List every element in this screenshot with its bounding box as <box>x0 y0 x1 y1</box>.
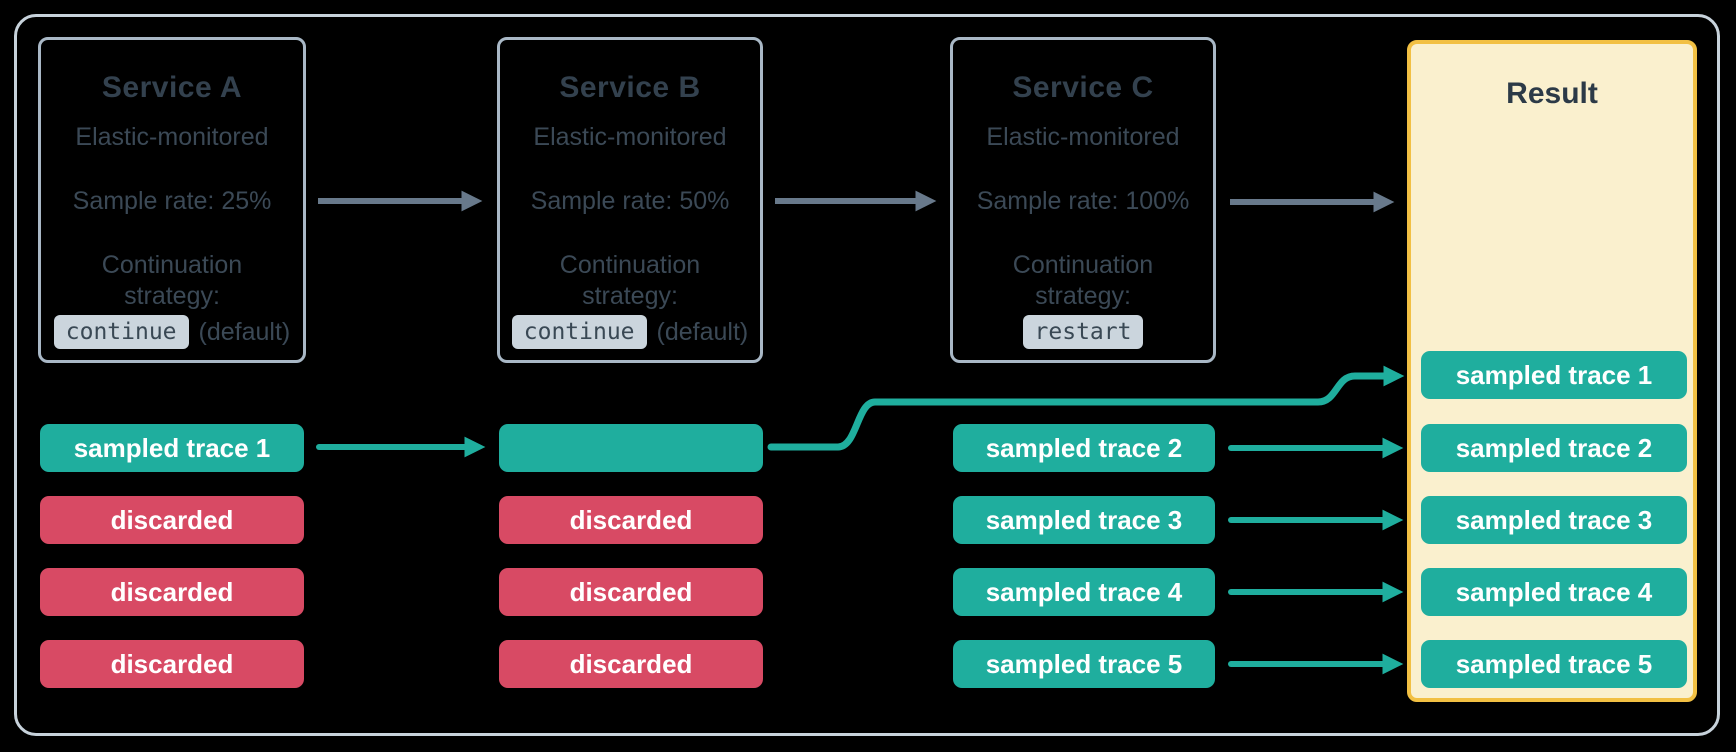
service-a-strategy-default: (default) <box>198 317 291 346</box>
service-b-pill-discarded-1: discarded <box>499 496 763 544</box>
service-b-pill-discarded-2: discarded <box>499 568 763 616</box>
continuation-label: Continuation <box>559 251 701 279</box>
service-b-strategy-default: (default) <box>656 317 749 346</box>
result-pill-sampled-trace-2: sampled trace 2 <box>1421 424 1687 472</box>
service-b-pill-sampled-trace-unlabeled <box>499 424 763 472</box>
strategy-label: strategy: <box>582 282 678 310</box>
service-b-strategy-label: Continuation strategy: <box>500 250 760 312</box>
service-a-monitored: Elastic-monitored <box>75 123 269 151</box>
service-c-strategy-label: Continuation strategy: <box>953 250 1213 312</box>
service-c-pill-sampled-trace-3: sampled trace 3 <box>953 496 1215 544</box>
continuation-label: Continuation <box>101 251 243 279</box>
service-a-pill-discarded-3: discarded <box>40 640 304 688</box>
service-c-pill-sampled-trace-5: sampled trace 5 <box>953 640 1215 688</box>
service-c-monitored: Elastic-monitored <box>986 123 1180 151</box>
service-a-pill-sampled-trace-1: sampled trace 1 <box>40 424 304 472</box>
service-c-strategy-badge: restart <box>1022 315 1144 349</box>
result-pill-sampled-trace-4: sampled trace 4 <box>1421 568 1687 616</box>
service-b-strategy-value: continue (default) <box>500 315 760 349</box>
service-a-strategy-label: Continuation strategy: <box>41 250 303 312</box>
service-a-sample-rate: Sample rate: 25% <box>72 187 272 215</box>
service-a-box: Service A Elastic-monitored Sample rate:… <box>38 37 306 363</box>
result-pill-sampled-trace-1: sampled trace 1 <box>1421 351 1687 399</box>
service-a-pill-discarded-2: discarded <box>40 568 304 616</box>
service-c-title: Service C <box>1012 71 1154 104</box>
service-b-monitored: Elastic-monitored <box>533 123 727 151</box>
service-c-strategy-value: restart <box>953 315 1213 349</box>
service-a-pill-discarded-1: discarded <box>40 496 304 544</box>
service-c-box: Service C Elastic-monitored Sample rate:… <box>950 37 1216 363</box>
result-box: Result sampled trace 1 sampled trace 2 s… <box>1407 40 1697 702</box>
service-a-title: Service A <box>101 71 243 104</box>
service-b-sample-rate: Sample rate: 50% <box>530 187 730 215</box>
service-a-strategy-badge: continue <box>53 315 189 349</box>
service-c-pill-sampled-trace-2: sampled trace 2 <box>953 424 1215 472</box>
service-b-strategy-badge: continue <box>511 315 647 349</box>
service-a-strategy-value: continue (default) <box>41 315 303 349</box>
result-title: Result <box>1506 77 1598 110</box>
service-c-sample-rate: Sample rate: 100% <box>976 187 1190 215</box>
service-b-title: Service B <box>559 71 701 104</box>
strategy-label: strategy: <box>124 282 220 310</box>
result-pill-sampled-trace-5: sampled trace 5 <box>1421 640 1687 688</box>
diagram-outer-frame <box>14 14 1720 736</box>
continuation-label: Continuation <box>1012 251 1154 279</box>
service-c-pill-sampled-trace-4: sampled trace 4 <box>953 568 1215 616</box>
service-b-pill-discarded-3: discarded <box>499 640 763 688</box>
strategy-label: strategy: <box>1035 282 1131 310</box>
service-b-box: Service B Elastic-monitored Sample rate:… <box>497 37 763 363</box>
result-pill-sampled-trace-3: sampled trace 3 <box>1421 496 1687 544</box>
